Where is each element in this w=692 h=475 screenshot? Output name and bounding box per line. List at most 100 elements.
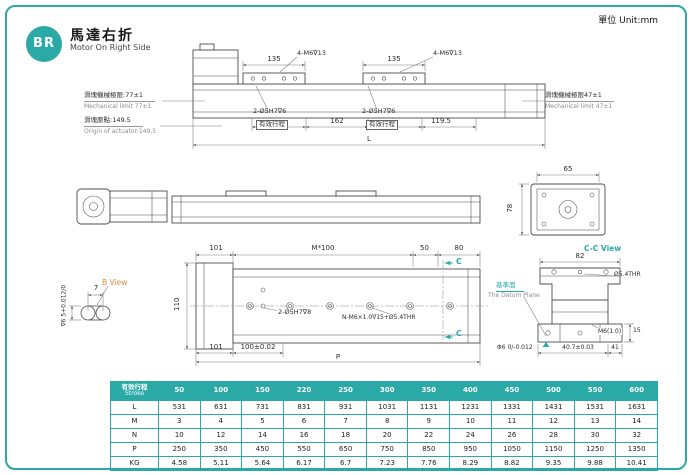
series-badge: BR	[26, 26, 62, 62]
dim-119-5: 119.5	[430, 117, 452, 125]
dim-p: P	[335, 353, 341, 361]
dim-phi6-tolerance: Φ6 0/-0.012	[497, 344, 533, 351]
side-view-linework	[160, 43, 546, 149]
cc-view-label: C-C View	[584, 244, 622, 253]
stroke-header-en: Stroke	[124, 390, 145, 398]
spec-cell: 8.29	[449, 456, 492, 471]
dim-162: 162	[330, 117, 344, 125]
dowel-hole-callout-right: 2-Ø5H7∇6	[362, 107, 396, 115]
dim-135-left: 135	[267, 55, 281, 63]
spec-cell: 831	[282, 400, 326, 415]
table-row-P: P 250 350 450 550 650 750 850 950 1050 1…	[110, 442, 658, 457]
dim-82: 82	[575, 252, 585, 260]
spec-cell: 4.58	[158, 456, 201, 471]
table-row-N: N 10 12 14 16 18 20 22 24 26 28 30 32	[110, 428, 658, 443]
row-label-cell: M	[110, 414, 159, 429]
mech-limit-right-label: 滑塊機械極限47±1	[545, 91, 614, 102]
spec-cell: 10	[449, 414, 492, 429]
dim-41: 41	[611, 344, 619, 351]
stroke-col-header: 300	[365, 381, 409, 401]
section-label-c-bottom: C	[456, 329, 462, 338]
stroke-col-header: 500	[532, 381, 575, 401]
spec-cell: 10.41	[615, 456, 658, 471]
spec-cell: 14	[241, 428, 284, 443]
spec-cell: 250	[158, 442, 201, 457]
spec-cell: 14	[615, 414, 658, 429]
spec-cell: 1150	[532, 442, 575, 457]
spec-cell: 6.7	[324, 456, 367, 471]
spec-cell: 16	[282, 428, 326, 443]
spec-cell: 5.64	[241, 456, 284, 471]
table-header-row: 有效行程 Stroke 50 100 150 220 250 300 350 4…	[110, 381, 658, 401]
row-label-cell: N	[110, 428, 159, 443]
spec-cell: 631	[199, 400, 243, 415]
spec-cell: 7.76	[407, 456, 451, 471]
spec-cell: 8	[365, 414, 409, 429]
spec-cell: 1350	[615, 442, 658, 457]
spec-cell: 531	[158, 400, 201, 415]
page-title: 馬達右折	[70, 28, 134, 44]
spec-cell: 950	[449, 442, 492, 457]
spec-cell: 32	[615, 428, 658, 443]
dim-15: 15	[633, 327, 641, 334]
dim-110: 110	[172, 297, 181, 311]
dowel-hole-callout-plan: 2-Ø5H7∇8	[277, 308, 313, 317]
spec-cell: 731	[241, 400, 284, 415]
dim-135-right: 135	[387, 55, 401, 63]
spec-cell: 9.35	[532, 456, 575, 471]
spec-cell: 10	[158, 428, 201, 443]
spec-cell: 7.23	[365, 456, 409, 471]
row-label-cell: P	[110, 442, 159, 457]
table-row-M: M 3 4 5 6 7 8 9 10 11 12 13 14	[110, 414, 658, 429]
spec-cell: 1431	[532, 400, 575, 415]
spec-cell: 9.88	[573, 456, 617, 471]
dim-101-bottom: 101	[209, 343, 223, 351]
spec-cell: 5	[241, 414, 284, 429]
dim-7: 7	[93, 284, 99, 292]
spec-cell: 1331	[490, 400, 534, 415]
spec-cell: 1250	[573, 442, 617, 457]
spec-cell: 20	[365, 428, 409, 443]
stroke-col-header: 350	[407, 381, 451, 401]
spec-cell: 1050	[490, 442, 534, 457]
spec-cell: 11	[490, 414, 534, 429]
mech-limit-left-label: 滑塊機械極限:77±1	[84, 91, 156, 102]
dowel-hole-callout-left: 2-Ø5H7∇6	[253, 107, 287, 115]
spec-cell: 650	[324, 442, 367, 457]
b-view-tolerance-callout: ∇6 5+0.012/0	[60, 284, 68, 327]
b-view-label: B View	[102, 278, 128, 287]
spec-cell: 1631	[615, 400, 658, 415]
page-subtitle: Motor On Right Side	[70, 43, 151, 52]
dim-m100: M*100	[311, 244, 335, 252]
table-row-KG: KG 4.58 5.11 5.64 6.17 6.7 7.23 7.76 8.2…	[110, 456, 658, 471]
thread-callout-right: 4-M6∇13	[433, 49, 462, 57]
spec-cell: 7	[324, 414, 367, 429]
dim-100-tolerance: 100±0.02	[240, 343, 276, 351]
spec-cell: 3	[158, 414, 201, 429]
spec-cell: 350	[199, 442, 243, 457]
spec-cell: 6.17	[282, 456, 326, 471]
spec-cell: 1531	[573, 400, 617, 415]
spec-cell: 26	[490, 428, 534, 443]
spec-cell: 1131	[407, 400, 451, 415]
stroke-col-header: 150	[241, 381, 284, 401]
mech-limit-left-sublabel: Mechanical limit 77±1	[84, 103, 152, 110]
spec-cell: 931	[324, 400, 367, 415]
stroke-col-header: 100	[199, 381, 243, 401]
dim-40-7: 40.7±0.03	[562, 344, 594, 351]
spec-cell: 12	[199, 428, 243, 443]
stroke-header-cell: 有效行程 Stroke	[110, 381, 159, 401]
dim-101-top: 101	[209, 244, 223, 252]
cc-thread-callout: M6(1.0)	[597, 328, 623, 336]
spec-cell: 850	[407, 442, 451, 457]
spec-cell: 9	[407, 414, 451, 429]
stroke-col-header: 250	[324, 381, 367, 401]
dim-overall-length: L	[367, 135, 371, 143]
spec-cell: 30	[573, 428, 617, 443]
spec-cell: 750	[365, 442, 409, 457]
origin-label: 滑塊原點:149.5	[84, 116, 143, 127]
section-label-c-top: C	[456, 257, 462, 266]
mech-limit-right-sublabel: Mechanical limit 47±1	[545, 103, 613, 110]
dim-78: 78	[505, 203, 514, 213]
spec-cell: 22	[407, 428, 451, 443]
